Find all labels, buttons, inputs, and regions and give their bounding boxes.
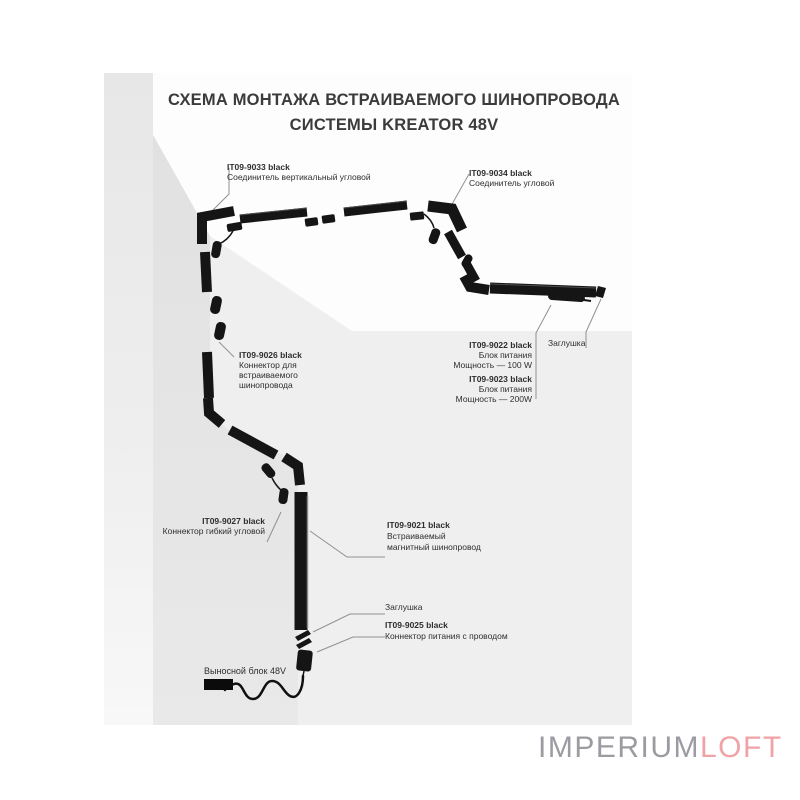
track-diagonal-segment-1 bbox=[444, 229, 466, 260]
track-diagonal-segment-2 bbox=[462, 260, 480, 284]
remote-psu-block bbox=[204, 679, 233, 690]
straight-connector-1 bbox=[304, 217, 319, 227]
straight-connector-3 bbox=[409, 211, 425, 221]
leader-9025 bbox=[316, 636, 385, 653]
label-endcap-bottom: Заглушка bbox=[385, 602, 422, 612]
label-it09-9034: IT09-9034 black Соединитель угловой bbox=[469, 168, 554, 188]
page-title: СХЕМА МОНТАЖА ВСТРАИВАЕМОГО ШИНОПРОВОДА … bbox=[0, 88, 788, 138]
track-diagonal-wall-segment bbox=[227, 425, 279, 460]
power-cord-connector bbox=[296, 649, 313, 672]
track-top-highlight-2 bbox=[343, 200, 408, 209]
track-right-highlight bbox=[489, 283, 597, 289]
part-desc: Мощность — 100 W bbox=[453, 360, 532, 370]
psu-tip bbox=[583, 299, 592, 302]
part-desc: магнитный шинопровод bbox=[387, 542, 481, 552]
label-it09-9026: IT09-9026 black Коннектор для встраиваем… bbox=[239, 350, 302, 390]
room-background bbox=[104, 73, 632, 725]
track-right-segment bbox=[489, 282, 597, 298]
part-desc: Блок питания bbox=[478, 384, 532, 394]
part-code: IT09-9021 black bbox=[387, 520, 450, 530]
label-it09-9033: IT09-9033 black Соединитель вертикальный… bbox=[227, 162, 371, 182]
power-supply-unit bbox=[548, 292, 585, 303]
leader-endcap-bottom bbox=[312, 613, 385, 633]
part-desc: Коннектор для bbox=[239, 360, 297, 370]
leader-endcap-right bbox=[585, 298, 602, 348]
flex-box-topleft bbox=[226, 221, 243, 232]
part-desc: Выносной блок 48V bbox=[204, 666, 287, 676]
part-code: IT09-9022 black bbox=[469, 340, 532, 350]
part-code: IT09-9026 black bbox=[239, 350, 302, 360]
track-top-segment-1 bbox=[239, 207, 308, 224]
part-desc: Коннектор питания с проводом bbox=[385, 630, 508, 641]
left-wall-face bbox=[153, 135, 298, 725]
part-code: IT09-9025 black bbox=[385, 620, 448, 630]
recessed-connector-capsule-1 bbox=[210, 295, 222, 315]
part-desc: Соединитель угловой bbox=[469, 178, 555, 188]
straight-connector-2 bbox=[321, 214, 336, 224]
leader-9026 bbox=[218, 341, 235, 358]
logo-part-pink: LOFT bbox=[700, 731, 783, 764]
corner-connector-9034 bbox=[427, 200, 467, 233]
leader-lines bbox=[211, 168, 602, 653]
part-code: IT09-9034 black bbox=[469, 168, 532, 178]
label-psu-blocks: IT09-9022 black Блок питания Мощность — … bbox=[400, 340, 532, 404]
track-wall-segment-1 bbox=[200, 251, 212, 293]
label-it09-9021: IT09-9021 black Встраиваемый магнитный ш… bbox=[387, 520, 481, 553]
label-it09-9025: IT09-9025 black Коннектор питания с пров… bbox=[385, 620, 508, 641]
track-top-highlight-1 bbox=[239, 207, 308, 216]
title-line-1: СХЕМА МОНТАЖА ВСТРАИВАЕМОГО ШИНОПРОВОДА bbox=[167, 91, 621, 109]
leader-psu bbox=[535, 304, 552, 399]
endcap-right bbox=[595, 286, 606, 298]
part-desc: Встраиваемый bbox=[387, 531, 446, 541]
corner-connector-wall bbox=[203, 397, 226, 428]
label-remote-psu: Выносной блок 48V bbox=[204, 666, 286, 676]
label-it09-9027: IT09-9027 black Коннектор гибкий угловой bbox=[145, 516, 265, 536]
leader-9034 bbox=[450, 173, 470, 207]
imperiumloft-logo: IMPERIUMLOFT bbox=[538, 731, 783, 765]
flex-capsule-b bbox=[278, 488, 289, 505]
ceiling-face bbox=[153, 73, 632, 331]
part-desc: Заглушка bbox=[548, 338, 586, 348]
endcap-bottom-chip-2 bbox=[296, 638, 312, 649]
part-desc: Коннектор гибкий угловой bbox=[162, 526, 265, 536]
part-desc: Блок питания bbox=[478, 350, 532, 360]
leader-9027 bbox=[266, 511, 282, 543]
corner-connector-right bbox=[459, 273, 490, 295]
flex-wire-topright bbox=[423, 213, 435, 229]
recessed-connector-capsule-2 bbox=[214, 321, 226, 341]
track-wall-segment-2 bbox=[202, 351, 214, 399]
part-code: IT09-9023 black bbox=[469, 374, 532, 384]
corner-connector-flex-area bbox=[281, 452, 305, 486]
flex-capsule-topright bbox=[428, 228, 441, 245]
label-endcap-right: Заглушка bbox=[548, 338, 585, 348]
part-desc: Мощность — 200W bbox=[455, 394, 532, 404]
track-top-segment-2 bbox=[343, 200, 408, 217]
part-desc: шинопровода bbox=[239, 380, 293, 390]
title-line-2: СИСТЕМЫ KREATOR 48V bbox=[289, 116, 499, 134]
part-desc: Соединитель вертикальный угловой bbox=[227, 172, 371, 182]
corner-connector-9033 bbox=[197, 206, 235, 244]
track-system bbox=[197, 200, 606, 701]
leader-9033 bbox=[211, 168, 230, 212]
part-code: IT09-9027 black bbox=[202, 516, 265, 526]
part-code: IT09-9033 black bbox=[227, 162, 290, 172]
leader-9021 bbox=[309, 530, 385, 558]
endcap-bottom-chip-1 bbox=[295, 630, 311, 641]
outer-left-face bbox=[104, 73, 153, 725]
logo-part-gray: IMPERIUM bbox=[538, 731, 700, 764]
flex-capsule-a bbox=[261, 463, 276, 479]
part-desc: Заглушка bbox=[385, 602, 423, 612]
part-desc: встраиваемого bbox=[239, 370, 298, 380]
flex-capsule-topleft bbox=[211, 241, 222, 259]
